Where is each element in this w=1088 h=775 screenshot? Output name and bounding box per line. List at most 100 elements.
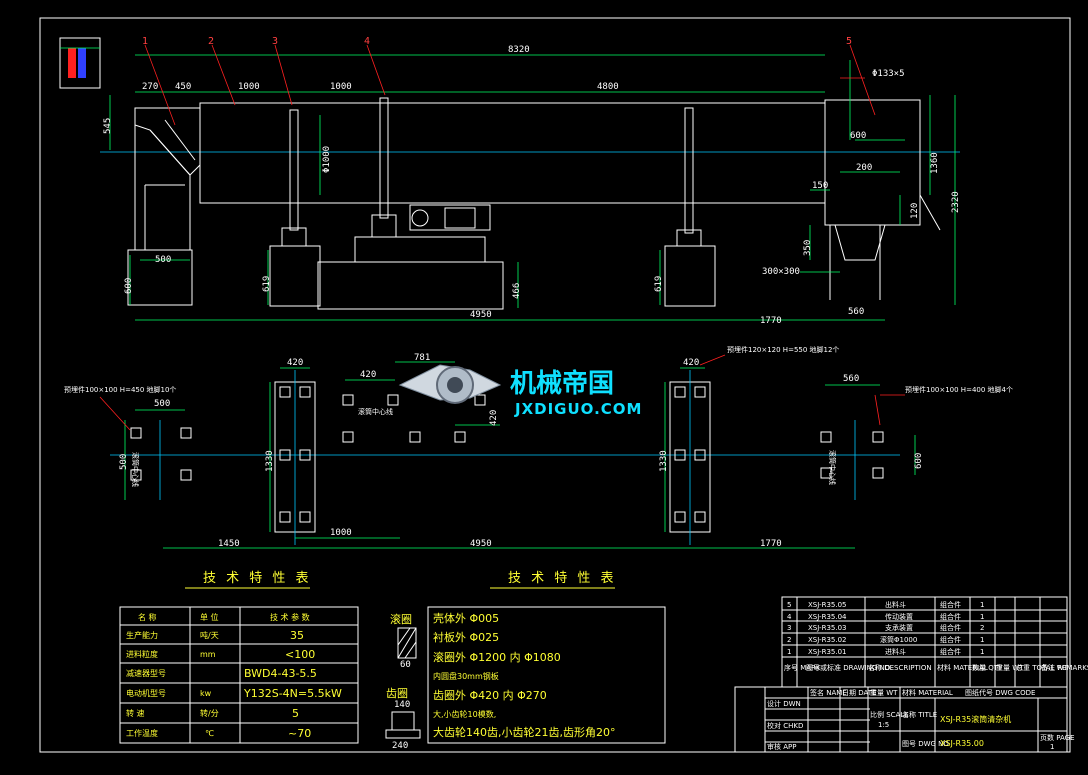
tb-drawing-title: XSJ-R35滚筒清杂机 bbox=[940, 714, 1011, 724]
spec-left-r2-value: BWD4-43-5.5 bbox=[244, 667, 317, 680]
part-r3-code: XSJ-R35.02 bbox=[808, 636, 846, 644]
spec-left-title: 技 术 特 性 表 bbox=[203, 571, 312, 586]
tb-label-weight: 重量 WT bbox=[870, 689, 898, 697]
part-r2-qty: 2 bbox=[980, 624, 984, 632]
spec-right-l4: 齿圈外 Φ420 内 Φ270 bbox=[433, 688, 547, 702]
part-r3-qty: 1 bbox=[980, 636, 984, 644]
part-r2-code: XSJ-R35.03 bbox=[808, 624, 846, 632]
part-r2-mark: 3 bbox=[787, 624, 791, 632]
dim-619-left: 619 bbox=[262, 276, 272, 292]
spec-left-r0-unit: 吨/天 bbox=[200, 630, 219, 640]
spec-right-l2: 滚圈外 Φ1200 内 Φ1080 bbox=[433, 650, 561, 664]
elevation-balloons: 1 2 3 4 5 bbox=[142, 36, 852, 47]
dim-2320: 2320 bbox=[951, 191, 961, 213]
parts-h-total: 总重 TOTAL WT bbox=[1016, 663, 1069, 672]
spec-left-r3-unit: kw bbox=[200, 689, 212, 698]
spec-right-l3: 内圆盘30mm钢板 bbox=[433, 671, 499, 681]
tb-label-date: 日期 DATE bbox=[842, 689, 876, 697]
plan-note-right: 预埋件100×100 H=400 地脚4个 bbox=[905, 385, 1013, 394]
part-r0-qty: 1 bbox=[980, 601, 984, 609]
elevation-dimensions: 8320 270 450 1000 1000 4800 Φ133×5 545 Φ… bbox=[103, 45, 961, 326]
plan-dim-4950: 4950 bbox=[470, 539, 492, 549]
balloon-4: 4 bbox=[364, 36, 370, 47]
dim-4800: 4800 bbox=[597, 82, 619, 92]
part-r1-qty: 1 bbox=[980, 613, 984, 621]
spec-left-r1-name: 进料粒度 bbox=[126, 649, 158, 659]
spec-table-left: 技 术 特 性 表 名 称 单 位 技 术 参 数 生产能力 吨/天 35 进料… bbox=[119, 571, 359, 744]
plan-dim-420-b: 420 bbox=[360, 370, 376, 380]
tb-label-material: 材料 MATERIAL bbox=[902, 688, 953, 697]
dim-overall-length: 8320 bbox=[508, 45, 530, 55]
spec-left-r0-name: 生产能力 bbox=[126, 630, 158, 640]
tb-label-title: 名称 TITLE bbox=[902, 710, 937, 719]
part-r3-name: 滚筒Φ1000 bbox=[880, 635, 917, 644]
plan-dim-420-c: 420 bbox=[683, 358, 699, 368]
part-r1-note: 组合件 bbox=[940, 612, 961, 621]
spec-left-r3-name: 电动机型号 bbox=[126, 688, 166, 698]
title-block: 签名 NAME 日期 DATE 重量 WT 材料 MATERIAL 图纸代号 D… bbox=[734, 686, 1075, 753]
parts-h-material: 材料 MATERIAL bbox=[937, 663, 988, 672]
balloon-1: 1 bbox=[142, 36, 148, 47]
tb-sheet: 1 bbox=[1050, 743, 1054, 751]
tb-label-designed: 设计 DWN bbox=[767, 699, 801, 708]
dim-450: 450 bbox=[175, 82, 191, 92]
dim-1360: 1360 bbox=[930, 152, 940, 174]
spec-left-r4-value: 5 bbox=[292, 707, 299, 720]
plan-dim-500: 500 bbox=[154, 399, 170, 409]
plan-dim-1000: 1000 bbox=[330, 528, 352, 538]
part-r1-mark: 4 bbox=[787, 613, 792, 621]
dim-4950: 4950 bbox=[470, 310, 492, 320]
part-r0-name: 出料斗 bbox=[885, 600, 906, 609]
plan-dim-600: 600 bbox=[914, 453, 924, 469]
spec-left-r2-name: 减速器型号 bbox=[126, 668, 166, 678]
dim-150: 150 bbox=[812, 181, 828, 191]
part-r0-mark: 5 bbox=[787, 601, 791, 609]
spec-left-r4-name: 转 速 bbox=[126, 708, 145, 718]
outer-frame bbox=[39, 17, 1071, 753]
dim-1000-a: 1000 bbox=[238, 82, 260, 92]
plan-note-left: 预埋件100×100 H=450 地脚10个 bbox=[64, 385, 176, 394]
part-r4-qty: 1 bbox=[980, 648, 984, 656]
plan-dim-1330-b: 1330 bbox=[659, 450, 669, 472]
plan-axis-label-2: 滚筒中心线 bbox=[131, 452, 140, 487]
spec-left-r4-unit: 转/分 bbox=[200, 708, 219, 718]
part-r0-note: 组合件 bbox=[940, 600, 961, 609]
part-r3-note: 组合件 bbox=[940, 635, 961, 644]
parts-h-wt: 重量 WT bbox=[996, 664, 1024, 672]
spec-right-l6: 大齿轮140齿,小齿轮21齿,齿形角20° bbox=[433, 725, 615, 739]
spec-left-r3-value: Y132S-4N=5.5kW bbox=[243, 687, 342, 700]
tb-label-checked: 校对 CHKD bbox=[767, 721, 803, 730]
part-r4-note: 组合件 bbox=[940, 647, 961, 656]
dim-120: 120 bbox=[910, 203, 920, 219]
spec-left-r5-value: ~70 bbox=[288, 727, 311, 740]
dim-600-left: 600 bbox=[124, 278, 134, 294]
tb-drawing-no: XSJ-R35.00 bbox=[940, 739, 984, 748]
balloon-3: 3 bbox=[272, 36, 278, 47]
dim-600-outlet: 600 bbox=[850, 131, 866, 141]
part-r3-mark: 2 bbox=[787, 636, 791, 644]
plan-dim-420-a: 420 bbox=[287, 358, 303, 368]
tb-label-code: 图纸代号 DWG CODE bbox=[965, 688, 1035, 697]
plan-dim-781: 781 bbox=[414, 353, 430, 363]
plan-note-mid: 预埋件120×120 H=550 地脚12个 bbox=[727, 345, 839, 354]
dim-outlet-pipe: Φ133×5 bbox=[872, 69, 905, 79]
spec-left-r0-value: 35 bbox=[290, 629, 304, 642]
tb-label-scale: 比例 SCALE bbox=[870, 710, 909, 719]
dim-270: 270 bbox=[142, 82, 158, 92]
spec-left-r1-value: <100 bbox=[285, 648, 315, 661]
tb-label-approved: 审核 APP bbox=[767, 742, 796, 751]
plan-view bbox=[99, 354, 916, 549]
watermark-en: JXDIGUO.COM bbox=[514, 400, 642, 418]
part-r1-name: 传动装置 bbox=[885, 612, 913, 621]
part-r4-code: XSJ-R35.01 bbox=[808, 648, 846, 656]
roller-ring-label: 滚圈 bbox=[390, 612, 412, 626]
part-r4-name: 进料斗 bbox=[885, 647, 906, 656]
spec-left-h-value: 技 术 参 数 bbox=[270, 612, 310, 622]
spec-left-r5-name: 工作温度 bbox=[126, 728, 158, 738]
dim-560: 560 bbox=[848, 307, 864, 317]
dim-350: 350 bbox=[803, 240, 813, 256]
balloon-5: 5 bbox=[846, 36, 852, 47]
gear-dim-240: 240 bbox=[392, 741, 408, 751]
plan-dim-560: 560 bbox=[843, 374, 859, 384]
